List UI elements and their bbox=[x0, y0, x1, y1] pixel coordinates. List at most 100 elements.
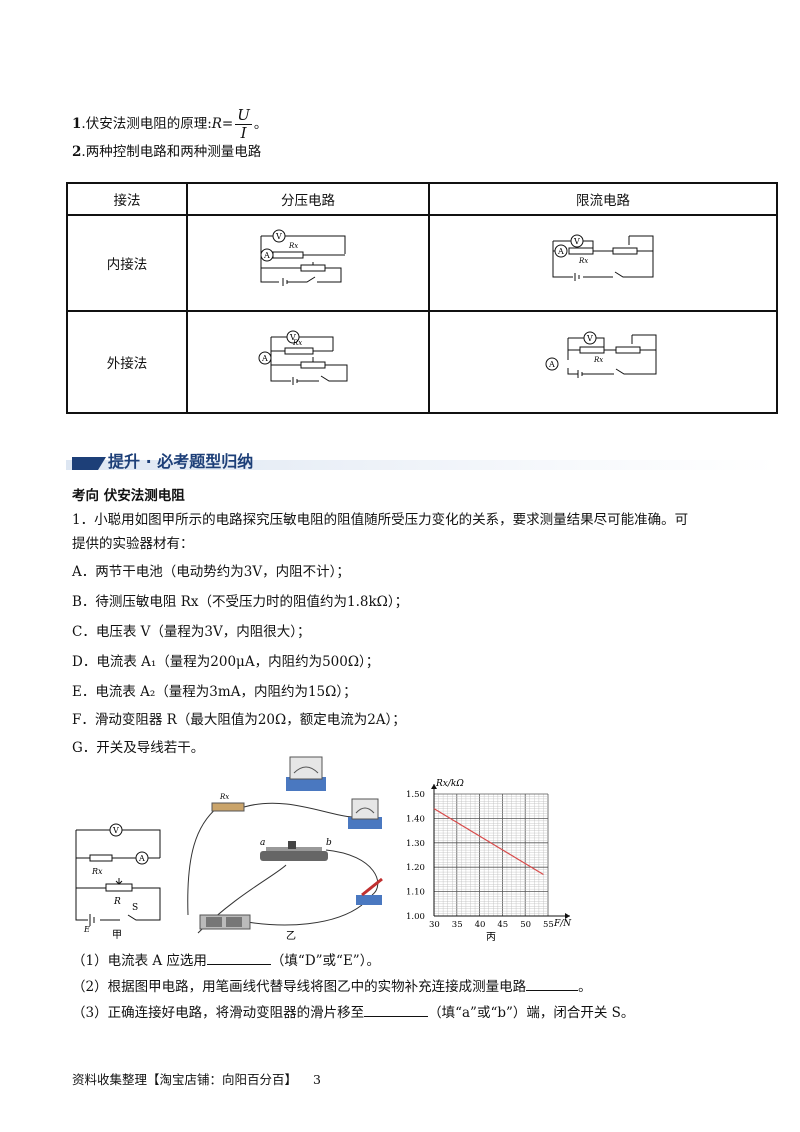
banner-title: 提升 · 必考题型归纳 bbox=[108, 452, 254, 471]
footer: 资料收集整理【淘宝店铺：向阳百分百】 3 bbox=[72, 1070, 321, 1090]
jia-label-r: R bbox=[113, 897, 121, 907]
svg-text:V: V bbox=[289, 333, 296, 342]
figure-jia-circuit: V A Rx R S E 甲 bbox=[75, 823, 161, 940]
principle-text: .伏安法测电阻的原理: bbox=[81, 116, 212, 132]
table-header-limiter: 限流电路 bbox=[428, 182, 778, 216]
jia-label-e: E bbox=[83, 925, 90, 934]
jia-label-v: V bbox=[112, 826, 119, 835]
pressure-resistor-device: Rx bbox=[211, 793, 245, 812]
circuit-diagram-internal-divider: V A Rx bbox=[260, 229, 346, 286]
jia-label-a: A bbox=[138, 854, 145, 863]
bing-caption: 丙 bbox=[486, 932, 496, 942]
chart-series bbox=[433, 808, 544, 876]
table-header-method: 接法 bbox=[66, 182, 188, 216]
cell-external-limiter: V A Rx bbox=[428, 310, 778, 414]
svg-text:A: A bbox=[548, 360, 555, 369]
svg-text:V: V bbox=[275, 232, 282, 241]
question-3: （3）正确连接好电路，将滑动变阻器的滑片移至 （填“a”或“b”）端，闭合开关 S… bbox=[72, 1002, 634, 1023]
question-2: （2）根据图甲电路，用笔画线代替导线将图乙中的实物补充连接成测量电路。 bbox=[72, 976, 592, 997]
svg-text:Rx: Rx bbox=[578, 257, 588, 265]
question-3-text: （3）正确连接好电路，将滑动变阻器的滑片移至 bbox=[72, 1005, 365, 1021]
yi-caption: 乙 bbox=[286, 930, 296, 941]
switch-device bbox=[356, 877, 383, 905]
voltmeter-device bbox=[348, 798, 382, 829]
ammeter-device bbox=[286, 756, 326, 791]
battery-device bbox=[199, 914, 251, 930]
cell-external-divider: V A Rx bbox=[186, 310, 430, 414]
question-1-text: （1）电流表 A 应选用 bbox=[72, 953, 207, 969]
yi-label-a: a bbox=[260, 838, 265, 848]
heading-2: 2.两种控制电路和两种测量电路 bbox=[72, 142, 261, 162]
heading-2-number: 2 bbox=[72, 144, 82, 160]
circuit-table: 接法 分压电路 限流电路 内接法 bbox=[66, 182, 778, 414]
fraction-denominator: I bbox=[240, 124, 247, 142]
jia-label-s: S bbox=[132, 903, 138, 913]
option-f: F．滑动变阻器 R（最大阻值为20Ω，额定电流为2A）； bbox=[72, 712, 406, 728]
section-title: 考向 伏安法测电阻 bbox=[72, 488, 185, 504]
question-2-text: （2）根据图甲电路，用笔画线代替导线将图乙中的实物补充连接成测量电路 bbox=[72, 979, 527, 995]
principle-number: 1 bbox=[72, 116, 82, 132]
option-e: E．电流表 A₂（量程为3mA，内阻约为15Ω）； bbox=[72, 684, 357, 700]
answer-blank-3[interactable] bbox=[364, 1002, 429, 1017]
svg-text:V: V bbox=[573, 237, 580, 246]
svg-text:V: V bbox=[586, 334, 593, 343]
y-tick-label: 1.00 bbox=[406, 912, 425, 922]
answer-blank-1[interactable] bbox=[206, 950, 271, 965]
problem-line2: 提供的实验器材有： bbox=[72, 536, 194, 552]
svg-text:A: A bbox=[261, 354, 268, 363]
y-tick-label: 1.10 bbox=[406, 888, 425, 898]
question-1: （1）电流表 A 应选用（填“D”或“E”）。 bbox=[72, 950, 380, 971]
principle-var: R bbox=[211, 116, 222, 132]
svg-text:Rx: Rx bbox=[292, 339, 302, 347]
chart-axes bbox=[431, 784, 570, 919]
option-b: B．待测压敏电阻 Rx（不受压力时的阻值约为1.8kΩ）； bbox=[72, 594, 409, 610]
y-tick-label: 1.40 bbox=[406, 814, 425, 824]
option-g: G．开关及导线若干。 bbox=[72, 740, 205, 756]
option-d: D．电流表 A₁（量程为200μA，内阻约为500Ω）； bbox=[72, 654, 380, 670]
svg-text:Rx: Rx bbox=[288, 242, 298, 250]
svg-text:Rx: Rx bbox=[219, 793, 229, 801]
y-tick-label: 1.20 bbox=[406, 863, 425, 873]
x-tick-label: 30 bbox=[429, 920, 440, 930]
problem-line1: 1．小聪用如图甲所示的电路探究压敏电阻的阻值随所受压力变化的关系，要求测量结果尽… bbox=[72, 512, 689, 528]
x-tick-label: 35 bbox=[452, 920, 463, 930]
heading-2-text: .两种控制电路和两种测量电路 bbox=[81, 144, 262, 160]
x-tick-label: 55 bbox=[543, 920, 554, 930]
chart-grid bbox=[433, 793, 549, 917]
footer-text: 资料收集整理【淘宝店铺：向阳百分百】 bbox=[72, 1072, 298, 1087]
jia-caption: 甲 bbox=[112, 930, 122, 940]
question-3-hint: （填“a”或“b”）端，闭合开关 S。 bbox=[428, 1005, 635, 1021]
row-label-external: 外接法 bbox=[66, 310, 188, 414]
answer-blank-2[interactable] bbox=[526, 976, 579, 991]
banner-bar bbox=[66, 460, 778, 470]
y-axis-arrow bbox=[431, 784, 437, 789]
banner-block bbox=[72, 457, 98, 470]
rheostat-device: a b bbox=[260, 838, 332, 861]
y-tick-label: 1.50 bbox=[406, 790, 425, 800]
chart-ylabel: Rx/kΩ bbox=[435, 779, 464, 789]
circuit-diagram-external-limiter: V A Rx bbox=[545, 331, 657, 378]
cell-internal-limiter: V A Rx bbox=[428, 214, 778, 312]
option-c: C．电压表 V（量程为3V，内阻很大）； bbox=[72, 624, 311, 640]
x-tick-label: 50 bbox=[520, 920, 531, 930]
circuit-diagram-internal-limiter: V A Rx bbox=[552, 234, 654, 281]
svg-text:A: A bbox=[263, 251, 270, 260]
option-a: A．两节干电池（电动势约为3V，内阻不计）； bbox=[72, 564, 350, 580]
yi-label-b: b bbox=[326, 838, 332, 848]
svg-text:Rx: Rx bbox=[593, 356, 603, 364]
cell-internal-divider: V A Rx bbox=[186, 214, 430, 312]
principle-eq: = bbox=[221, 116, 234, 132]
fraction-numerator: U bbox=[235, 106, 252, 125]
svg-text:A: A bbox=[557, 247, 564, 256]
figure-yi-apparatus: Rx a b 乙 bbox=[187, 756, 383, 941]
x-tick-label: 45 bbox=[497, 920, 508, 930]
circuit-diagram-external-divider: V A Rx bbox=[258, 330, 348, 385]
page-number: 3 bbox=[313, 1072, 321, 1087]
y-tick-label: 1.30 bbox=[406, 839, 425, 849]
jia-label-rx: Rx bbox=[91, 867, 103, 876]
series-line bbox=[433, 808, 544, 876]
